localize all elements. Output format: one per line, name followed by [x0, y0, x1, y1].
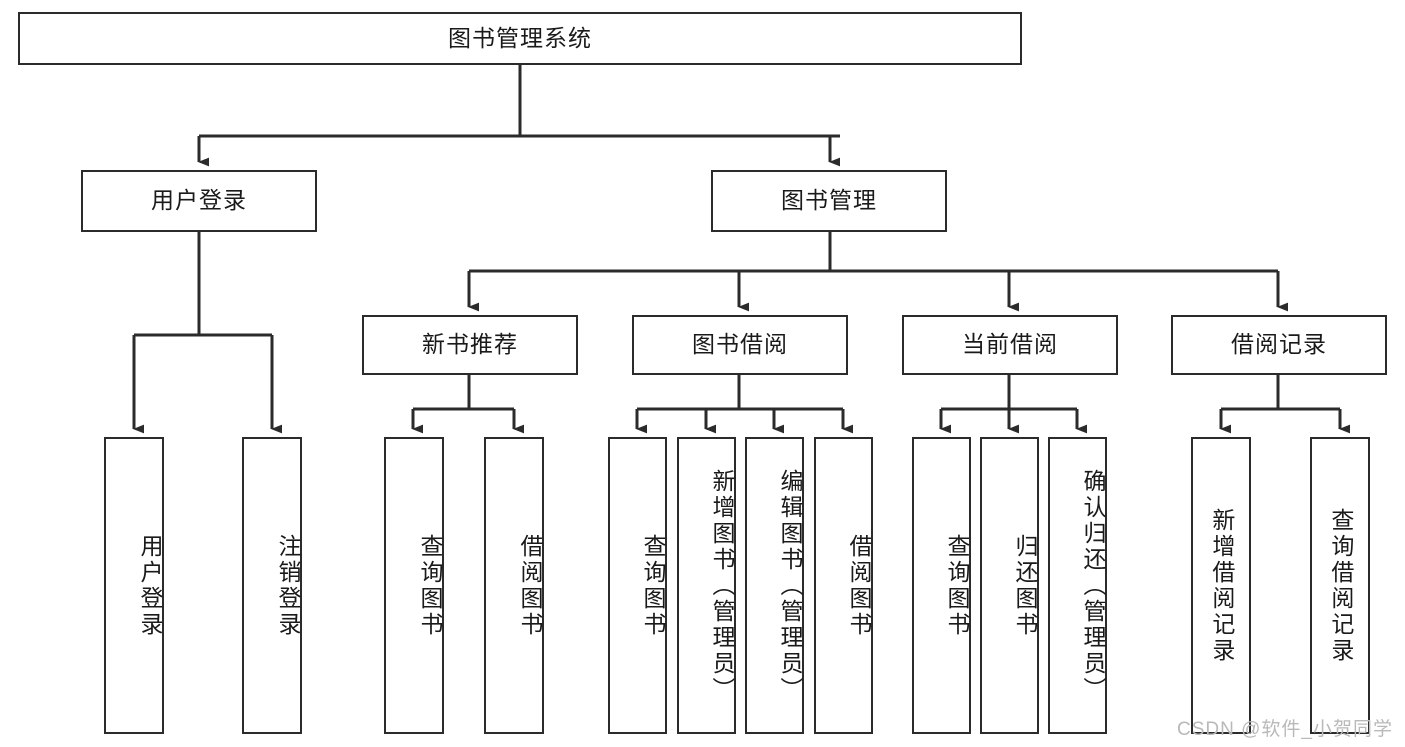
node-label: 编辑图书（管理员）	[777, 468, 803, 703]
node-label: 查询图书	[944, 533, 970, 638]
node-label: 当前借阅	[962, 331, 1058, 358]
node-label: 用户登录	[151, 187, 247, 214]
node-label: 图书管理系统	[448, 24, 592, 51]
node-label: 确认归还（管理员）	[1080, 468, 1106, 703]
node-user-login[interactable]: 用户登录	[81, 170, 317, 232]
leaf-user-login-login[interactable]: 用户登录	[104, 437, 164, 734]
node-label: 图书管理	[781, 187, 877, 214]
node-label: 查询图书	[640, 533, 666, 638]
leaf-new-book-query-book[interactable]: 查询图书	[384, 437, 444, 734]
node-label: 用户登录	[137, 533, 163, 638]
node-borrow-record[interactable]: 借阅记录	[1171, 315, 1387, 375]
node-label: 新增借阅记录	[1208, 507, 1235, 664]
leaf-book-borrow-query-book[interactable]: 查询图书	[608, 437, 667, 734]
leaf-user-login-logout[interactable]: 注销登录	[242, 437, 302, 734]
node-label: 借阅图书	[517, 533, 543, 638]
leaf-borrow-record-query-record[interactable]: 查询借阅记录	[1310, 437, 1370, 734]
node-root-book-management-system[interactable]: 图书管理系统	[18, 12, 1022, 65]
csdn-watermark: CSDN @软件_小贺同学	[1177, 719, 1393, 740]
node-label: 借阅记录	[1231, 331, 1327, 358]
node-book-management[interactable]: 图书管理	[711, 170, 947, 232]
node-label: 借阅图书	[846, 533, 872, 638]
node-new-book-recommend[interactable]: 新书推荐	[362, 315, 578, 375]
node-label: 新增图书（管理员）	[709, 468, 735, 703]
node-label: 注销登录	[275, 533, 301, 638]
leaf-book-borrow-edit-book-admin[interactable]: 编辑图书（管理员）	[745, 437, 804, 734]
leaf-current-borrow-confirm-return-admin[interactable]: 确认归还（管理员）	[1048, 437, 1107, 734]
leaf-new-book-borrow-book[interactable]: 借阅图书	[484, 437, 544, 734]
leaf-current-borrow-return-book[interactable]: 归还图书	[980, 437, 1039, 734]
node-label: 新书推荐	[422, 331, 518, 358]
node-book-borrow[interactable]: 图书借阅	[632, 315, 848, 375]
leaf-book-borrow-borrow-book[interactable]: 借阅图书	[814, 437, 873, 734]
node-label: 查询图书	[417, 533, 443, 638]
node-current-borrow[interactable]: 当前借阅	[902, 315, 1118, 375]
node-label: 图书借阅	[692, 331, 788, 358]
leaf-borrow-record-add-record[interactable]: 新增借阅记录	[1191, 437, 1251, 734]
leaf-current-borrow-query-book[interactable]: 查询图书	[912, 437, 971, 734]
leaf-book-borrow-add-book-admin[interactable]: 新增图书（管理员）	[677, 437, 736, 734]
node-label: 查询借阅记录	[1327, 507, 1354, 664]
node-label: 归还图书	[1012, 533, 1038, 638]
